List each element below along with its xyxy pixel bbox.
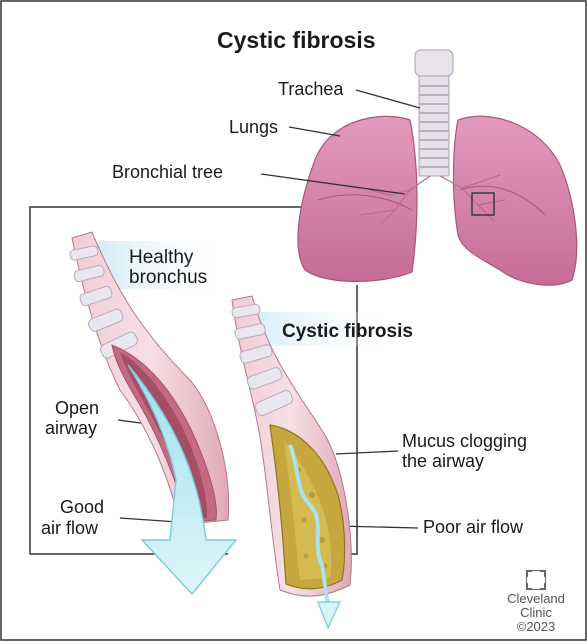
cystic-fibrosis-label: Cystic fibrosis [282,322,413,342]
mucus-label-line2: the airway [402,452,484,471]
lungs-label: Lungs [229,118,278,137]
mucus-leader [336,451,398,454]
bronchial-tree-label: Bronchial tree [112,163,223,182]
healthy-bronchus-label-line1: Healthy [129,248,193,268]
mucus-label-line1: Mucus clogging [402,432,527,451]
good-air-flow-leader [120,518,178,522]
lungs-leader [289,127,340,136]
good-air-flow-label-line2: air flow [41,519,98,538]
trachea-shape [415,50,453,176]
open-airway-label-line1: Open [55,399,99,418]
trachea-label: Trachea [278,80,343,99]
cleveland-clinic-logo-icon [527,571,545,589]
diagram-title: Cystic fibrosis [217,28,376,52]
open-airway-label-line2: airway [45,419,97,438]
poor-air-flow-label: Poor air flow [423,518,523,537]
good-air-flow-label-line1: Good [60,498,104,517]
healthy-bronchus-label-line2: bronchus [129,268,207,288]
logo-copyright: ©2023 [505,620,567,634]
trachea-leader [356,90,420,108]
poor-air-flow-arrow [318,602,340,628]
